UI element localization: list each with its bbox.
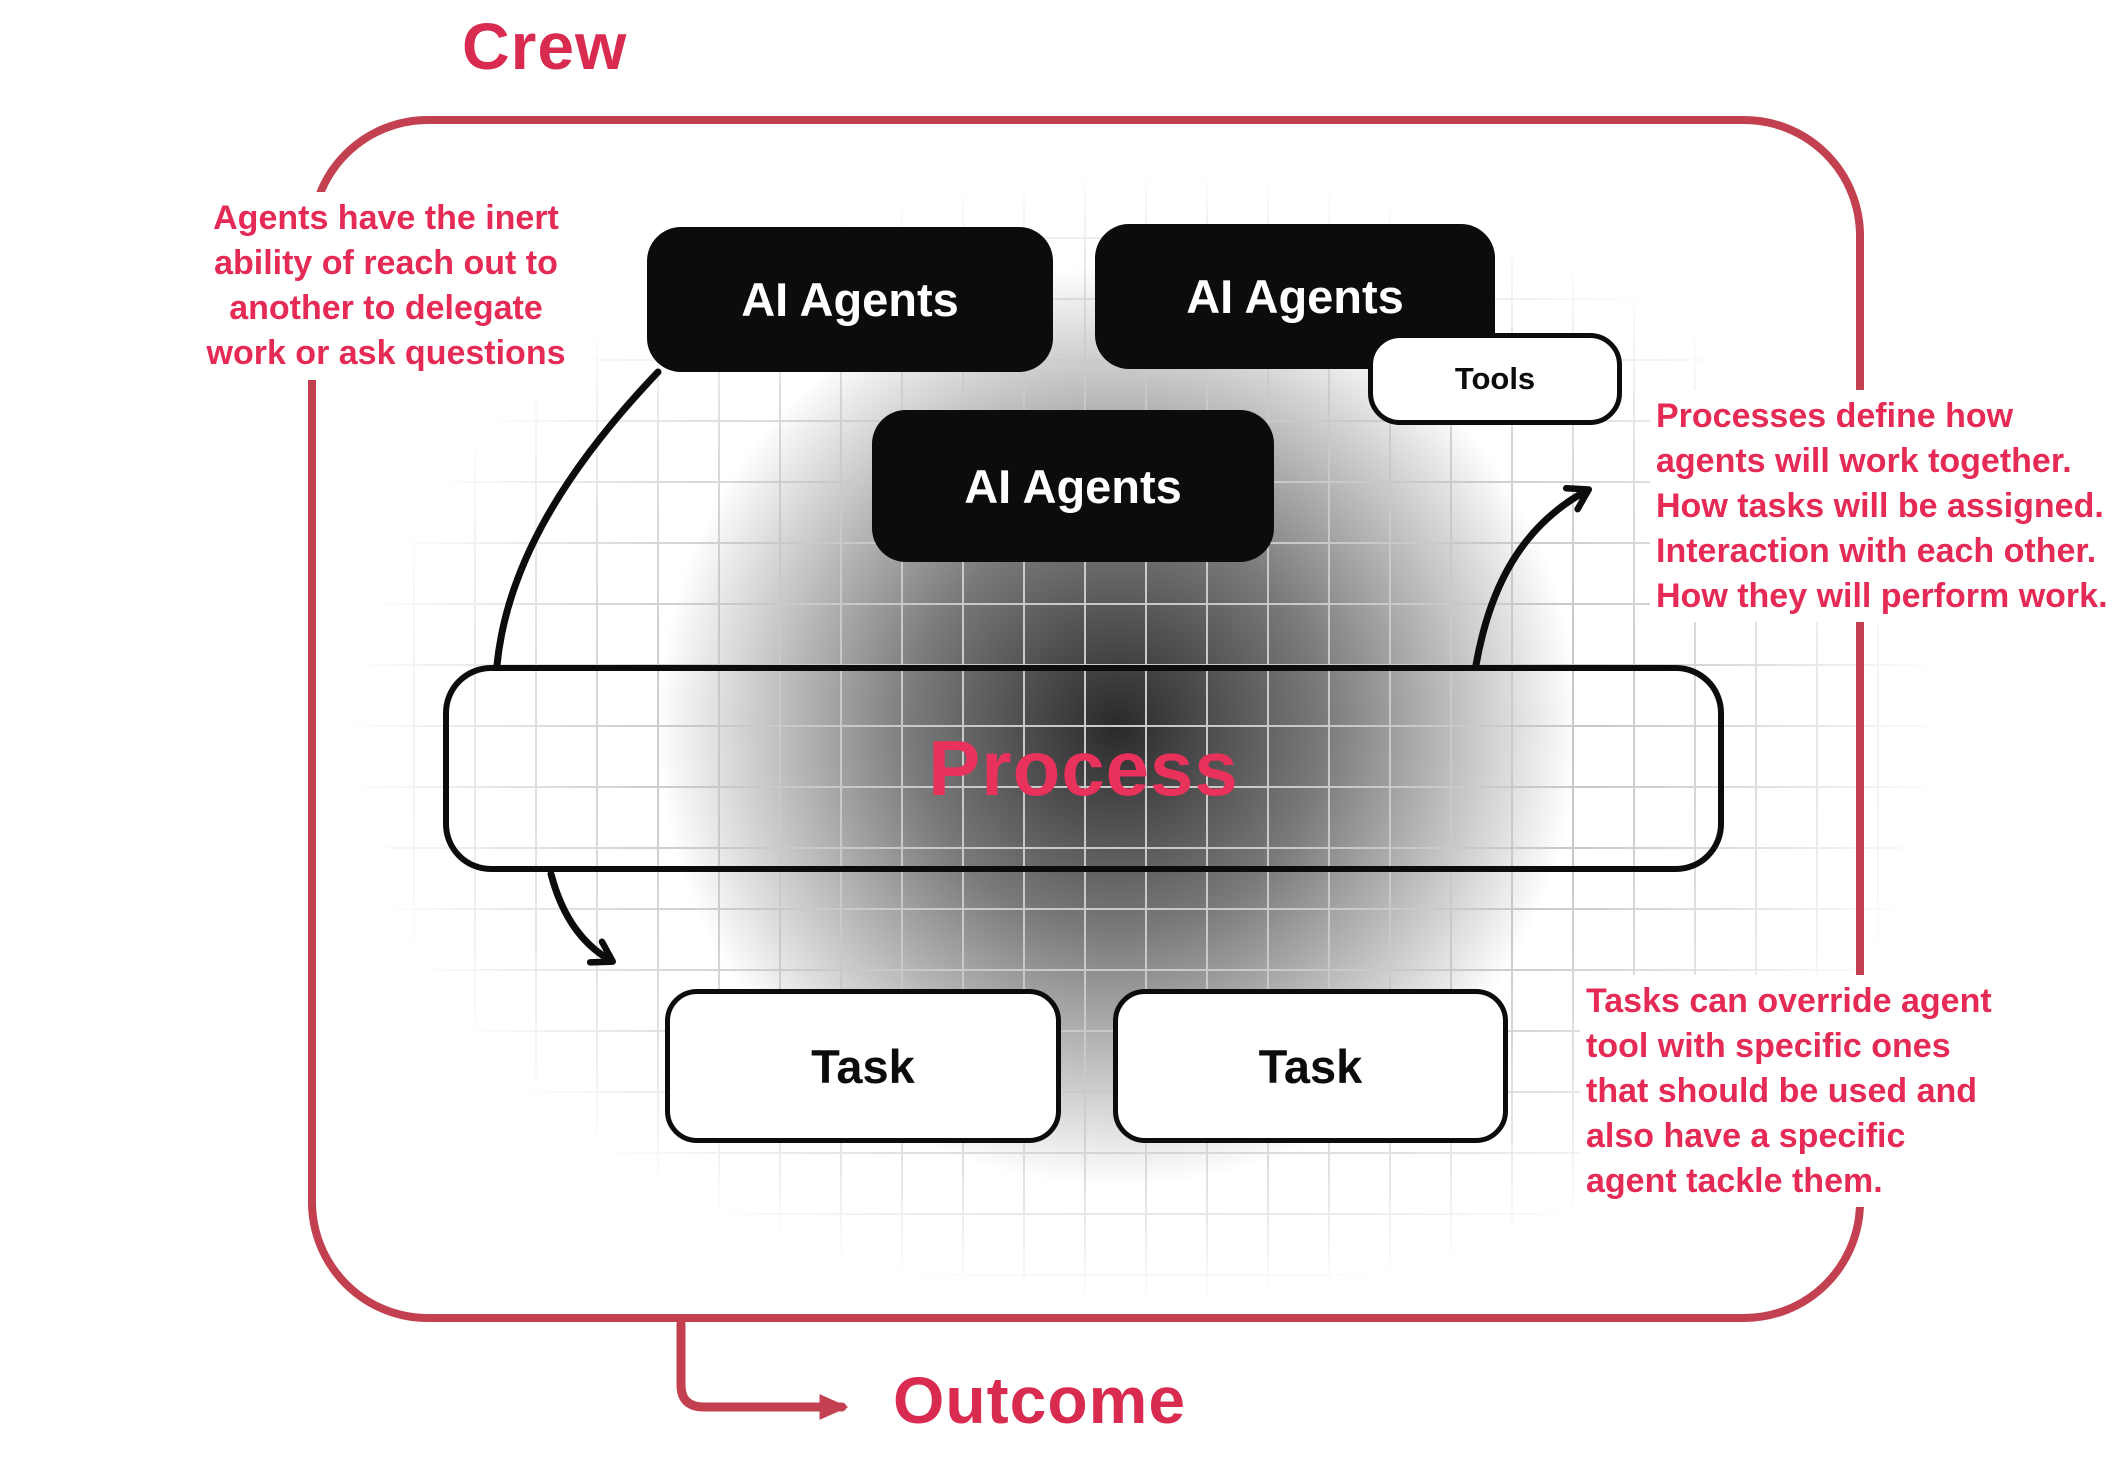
ai-agents-box-3: AI Agents <box>872 410 1274 562</box>
ai-agents-box-2: AI Agents <box>1095 224 1495 369</box>
task-box-1: Task <box>665 989 1061 1143</box>
note-process-definition: Processes define how agents will work to… <box>1650 390 2128 623</box>
process-label: Process <box>928 724 1239 812</box>
crew-title: Crew <box>462 9 628 83</box>
note-agents-delegation: Agents have the inert ability of reach o… <box>180 192 592 380</box>
crew-container-outline <box>308 116 1864 1322</box>
outcome-label: Outcome <box>893 1363 1187 1437</box>
note-task-override: Tasks can override agent tool with speci… <box>1580 975 2052 1208</box>
task-box-2: Task <box>1113 989 1508 1143</box>
tools-box: Tools <box>1368 333 1622 425</box>
process-box: Process <box>443 665 1724 872</box>
ai-agents-box-1: AI Agents <box>647 227 1053 372</box>
